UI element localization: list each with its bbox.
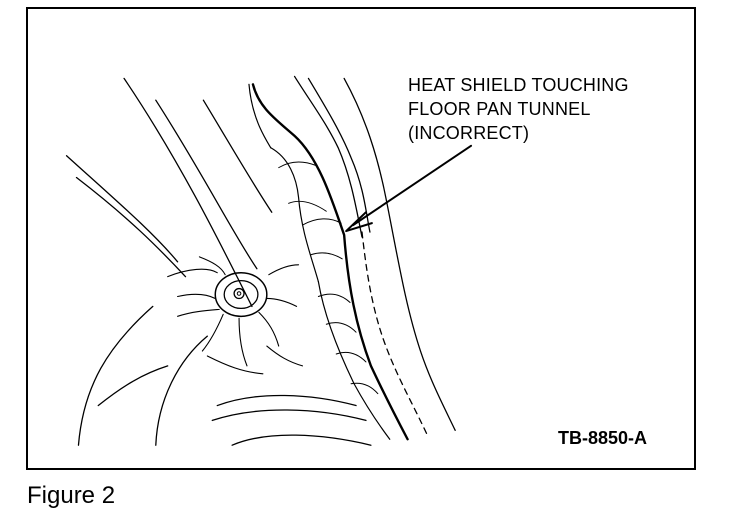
stamped-rib xyxy=(201,313,224,352)
heat-shield-fold xyxy=(309,252,343,260)
callout-line: (INCORRECT) xyxy=(408,123,530,143)
heat-shield-edge xyxy=(251,83,409,441)
figure-caption: Figure 2 xyxy=(27,482,116,509)
heat-shield-fold xyxy=(288,200,327,212)
tunnel-contour-line xyxy=(293,75,363,238)
body-contour-line xyxy=(75,176,187,278)
body-contour-line xyxy=(65,155,179,263)
heat-shield-fold xyxy=(270,147,319,283)
stamped-rib xyxy=(268,264,300,276)
stamped-rib xyxy=(206,355,264,375)
heat-shield-fold xyxy=(317,293,351,303)
floor-pan-curve xyxy=(216,394,357,407)
stamped-rib xyxy=(266,345,304,367)
mount-inner-ring xyxy=(223,279,259,310)
callout-line: FLOOR PAN TUNNEL xyxy=(408,99,591,119)
floor-pan-curve xyxy=(211,409,367,422)
heat-shield-fold xyxy=(278,161,317,169)
heat-shield-fold xyxy=(325,322,357,333)
stamped-rib xyxy=(177,308,220,317)
tunnel-contour-line xyxy=(361,231,429,436)
stamped-rib xyxy=(238,317,248,367)
stamped-rib xyxy=(266,297,298,307)
stamped-rib xyxy=(167,268,218,278)
bolt-center-icon xyxy=(236,291,242,296)
bolt-icon xyxy=(233,287,245,300)
body-contour-line xyxy=(155,335,208,446)
body-contour-line xyxy=(97,365,169,407)
tunnel-contour-line xyxy=(343,77,456,431)
body-contour-line xyxy=(202,99,273,213)
leader-line xyxy=(352,144,473,227)
heat-shield-fold xyxy=(248,83,272,149)
body-contour-line xyxy=(77,305,154,446)
callout-label: HEAT SHIELD TOUCHING FLOOR PAN TUNNEL (I… xyxy=(408,73,629,145)
heat-shield-fold xyxy=(302,218,342,226)
body-contour-line xyxy=(123,77,253,308)
mount-outer-ring xyxy=(214,271,268,318)
tunnel-contour-line xyxy=(307,77,371,233)
stamped-rib xyxy=(198,256,226,276)
stamped-rib xyxy=(177,293,216,300)
reference-code: TB-8850-A xyxy=(558,428,648,448)
figure-frame: HEAT SHIELD TOUCHING FLOOR PAN TUNNEL (I… xyxy=(26,7,696,470)
body-contour-line xyxy=(155,99,258,270)
heat-shield-fold xyxy=(335,351,367,363)
heat-shield-fold xyxy=(350,382,379,395)
arrowhead-icon xyxy=(345,211,373,233)
callout-line: HEAT SHIELD TOUCHING xyxy=(408,75,629,95)
stamped-rib xyxy=(258,311,280,347)
floor-pan-curve xyxy=(231,434,372,446)
technical-illustration xyxy=(65,75,473,446)
